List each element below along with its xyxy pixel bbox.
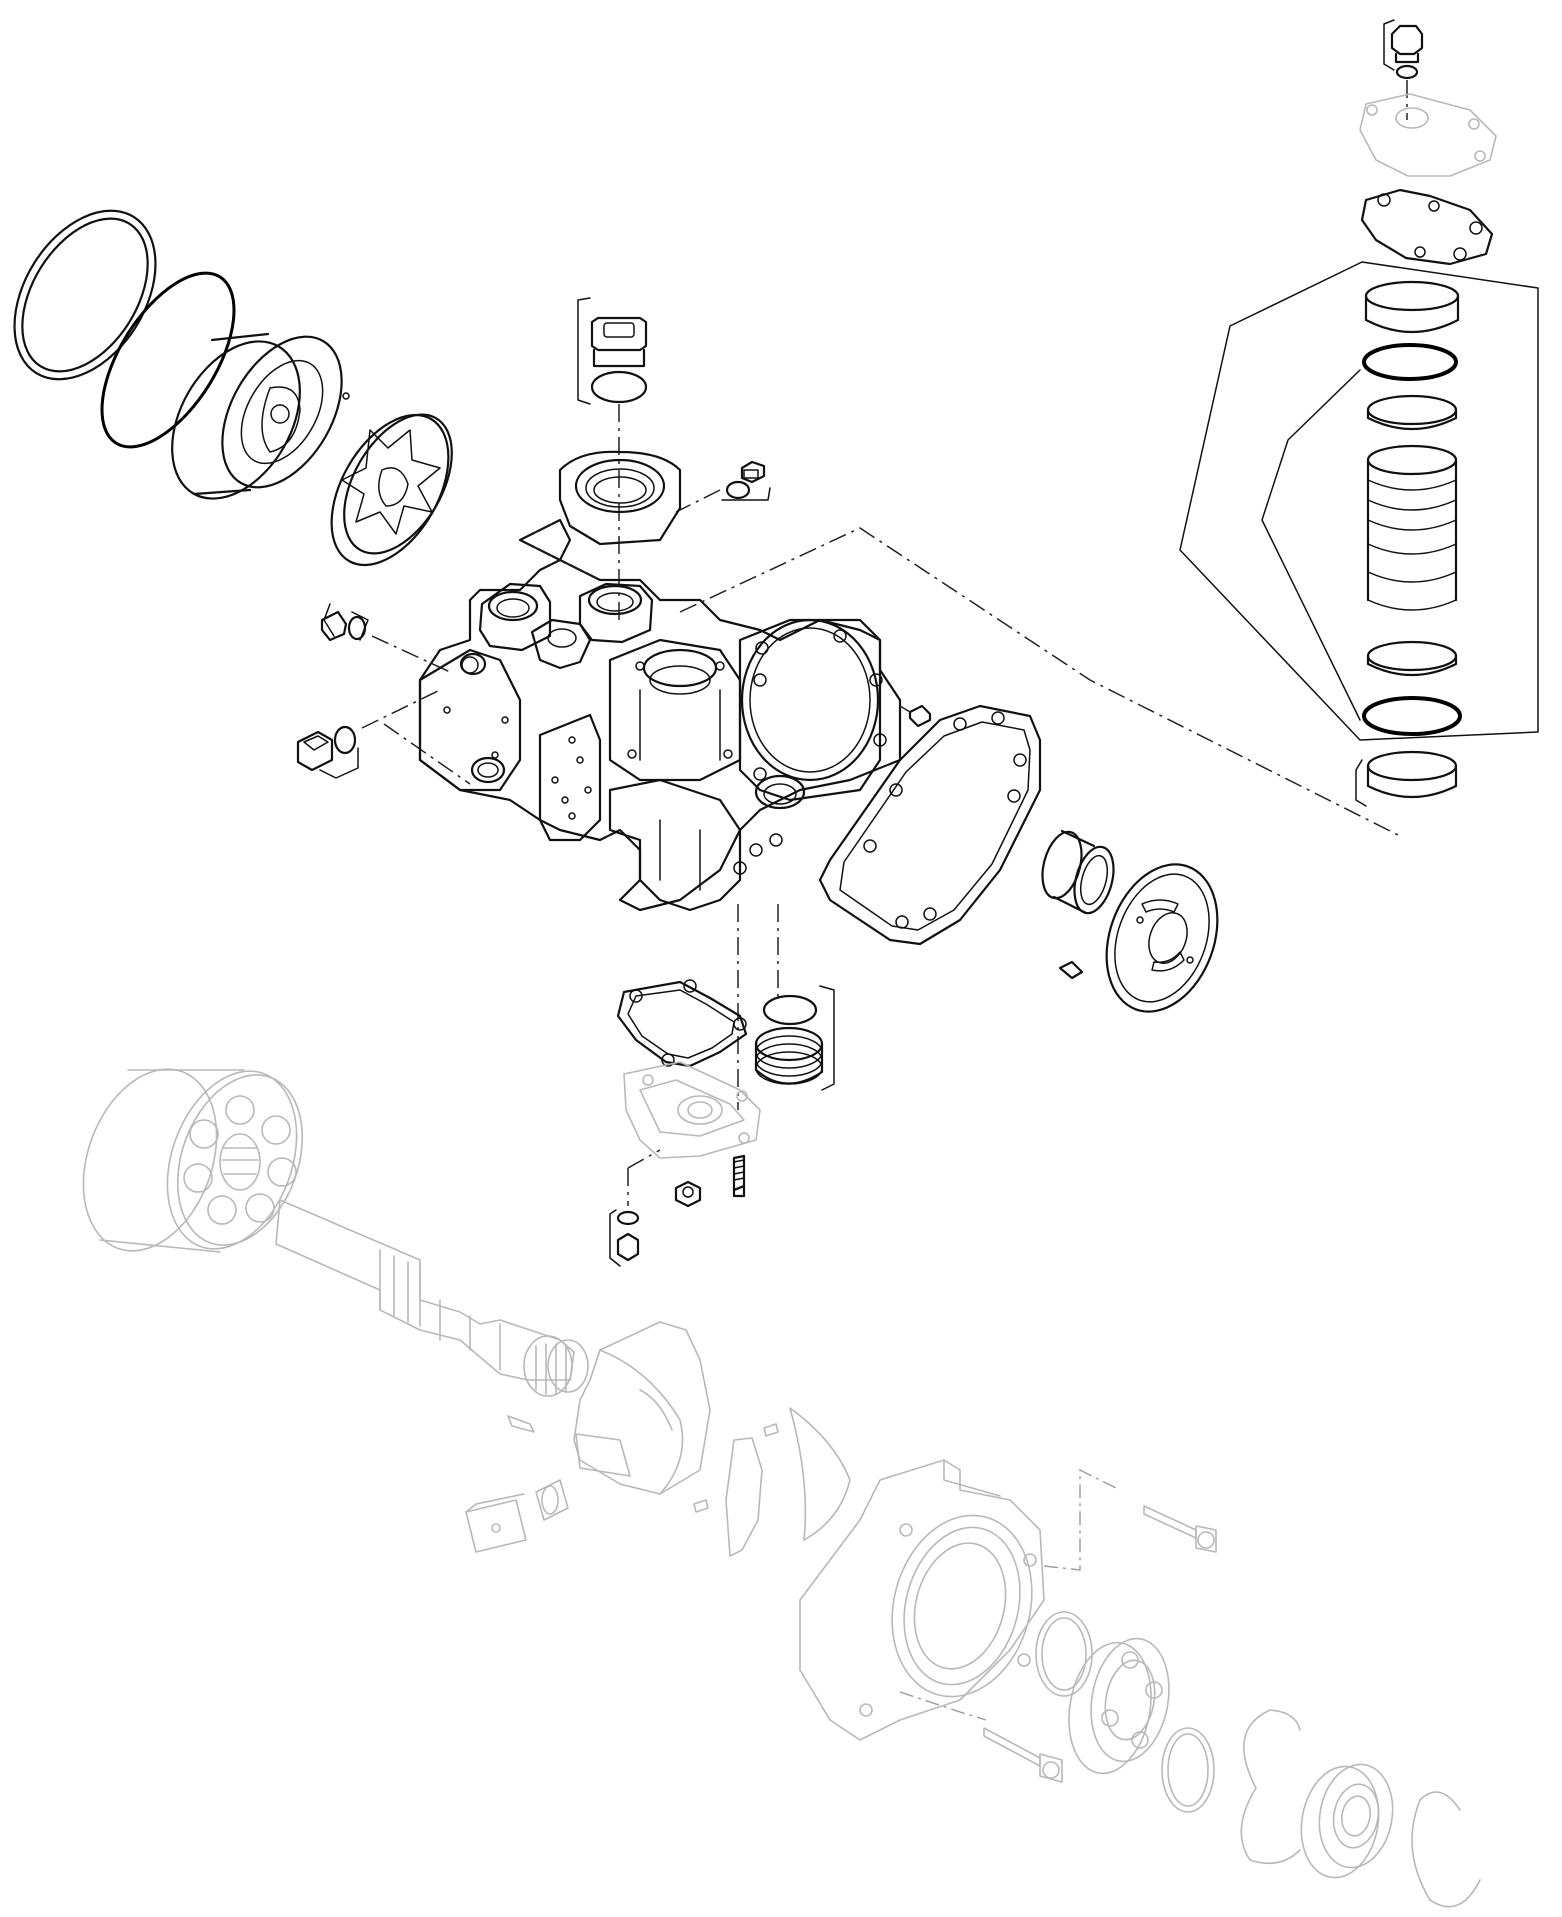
- needle-bearing: [1041, 829, 1115, 915]
- gasket-right: [818, 704, 1042, 946]
- shaft-pins: [465, 1415, 569, 1553]
- plug-left-lower: [296, 689, 471, 785]
- nut: [674, 1180, 702, 1208]
- cylinder-block: [82, 1068, 304, 1253]
- shaft-seal: [1300, 1763, 1394, 1879]
- front-housing: [799, 1459, 1045, 1741]
- charge-pump-housing: [171, 332, 350, 500]
- port-plug-top: [577, 297, 648, 620]
- swashplate-bearings: [693, 1407, 851, 1557]
- plug-bottom-small: [609, 1209, 640, 1267]
- valve-cover-plate: [1359, 93, 1497, 177]
- valve-cartridge-top-plug: [1383, 19, 1424, 120]
- dowel-pin-housing: [899, 704, 932, 728]
- end-cap-housing: [418, 450, 902, 912]
- snap-rings: [1035, 1611, 1481, 1908]
- drive-shaft: [275, 1199, 589, 1397]
- shaft-bearing: [1068, 1637, 1170, 1775]
- o-ring-large: [100, 271, 236, 449]
- housing-bolts: [983, 1505, 1217, 1783]
- plug-with-seal-bottom: [754, 985, 835, 1091]
- retaining-ring-large: [13, 209, 157, 381]
- plug-left-upper: [320, 603, 451, 673]
- valve-gasket: [1360, 188, 1494, 266]
- swashplate: [573, 1321, 711, 1495]
- cover-plate-bottom: [623, 1061, 761, 1159]
- gerotor-set: [330, 413, 453, 567]
- dowel-pin: [1058, 960, 1084, 980]
- valve-spool-assembly: [1179, 261, 1539, 807]
- plug-small-right: [675, 460, 771, 513]
- cap-screw: [732, 1154, 746, 1198]
- valve-plate: [1105, 863, 1219, 1013]
- gasket-bottom: [616, 979, 748, 1068]
